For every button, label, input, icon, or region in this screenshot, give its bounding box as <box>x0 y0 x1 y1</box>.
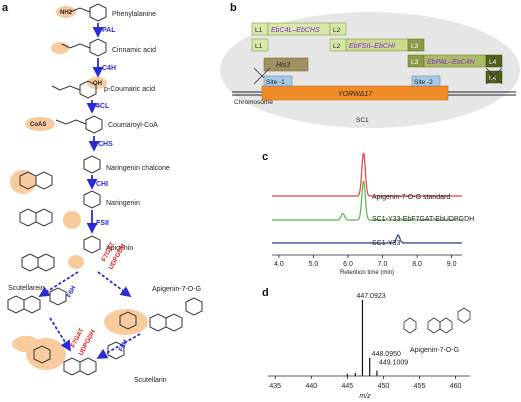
ms-bars: 447.0923 448.0950 449.1009 <box>346 293 408 376</box>
panel-a-label: a <box>2 2 9 14</box>
pathway-arrows <box>86 23 104 234</box>
oh-group-label: OH <box>93 81 102 87</box>
hplc-trace-1 <box>272 180 462 221</box>
compound-naringenin-chalcone: Naringenin chalcone <box>106 165 170 172</box>
ms-peak-label-4: 449.1009 <box>379 360 408 367</box>
enzyme-fsii: FSII <box>96 220 109 227</box>
branch-arrows <box>38 271 141 359</box>
ms-peak-label-2: 447.0923 <box>356 293 385 300</box>
ms-compound-label: Apigenin-7-O-G <box>410 347 459 354</box>
strain-label: SC1 <box>356 117 369 124</box>
hplc-tick-label-1: 5.0 <box>309 261 319 268</box>
ms-tick-label-1: 440 <box>305 383 317 390</box>
cassette-1-label: EbC4L–EbCHS <box>271 27 320 34</box>
compound-apigenin-7-o-g: Apigenin-7-O-G <box>152 286 201 293</box>
enzyme-4cl: 4CL <box>96 103 110 110</box>
construct-cassettes <box>251 22 503 84</box>
hplc-trace-2 <box>272 234 462 244</box>
hplc-trace-0 <box>272 152 462 197</box>
ms-tick-label-5: 460 <box>450 383 462 390</box>
panel-d-label: d <box>262 287 269 299</box>
site-1-label: Site -1 <box>266 79 285 86</box>
compound-coumaroyl-coa: Coumaroyl-CoA <box>108 122 158 129</box>
panel-c-label: c <box>262 151 268 163</box>
chromosome-label: Chromosome <box>234 99 273 106</box>
ms-chart: 447.0923 448.0950 449.1009 435 440 445 450 455… <box>268 293 471 400</box>
nh2-group-label: NH2 <box>60 10 73 16</box>
branch-enzyme-f6h-1: F6H <box>66 285 78 299</box>
compound-scutellarin: Scutellarin <box>134 377 167 384</box>
linker-l4-b: L4 <box>489 75 497 82</box>
ms-tick-label-0: 435 <box>269 383 281 390</box>
molecule-structures <box>7 3 203 376</box>
highlight-blobs <box>10 6 148 370</box>
linker-l3-b: L3 <box>411 59 419 66</box>
his3-label: His3 <box>276 62 290 69</box>
cassette-2-label: EbFSII–EbCHI <box>349 43 395 50</box>
ms-x-axis-label: m/z <box>359 393 371 400</box>
ms-peak-label-3: 448.0950 <box>372 351 401 358</box>
hplc-tick-label-5: 9.0 <box>447 261 457 268</box>
branch-enzyme-f6h-2: F6H <box>118 339 130 353</box>
enzyme-c4h: C4H <box>102 65 116 72</box>
ms-molecule-structure <box>403 307 471 334</box>
hplc-tick-label-0: 4.0 <box>274 261 284 268</box>
linker-l1-b: L1 <box>255 43 263 50</box>
ms-ticks: 435 440 445 450 455 460 <box>269 376 462 390</box>
hplc-x-axis-label: Retention time (min) <box>340 270 394 276</box>
enzyme-chs: CHS <box>98 141 113 148</box>
cassette-3-label: EbPAL–EbC4H <box>427 59 476 66</box>
chromosome <box>232 75 516 101</box>
hplc-traces <box>272 152 462 244</box>
hplc-tick-label-4: 8.0 <box>412 261 422 268</box>
enzyme-pal: PAL <box>102 27 116 34</box>
compound-apigenin: Apigenin <box>106 245 133 252</box>
locus-label: YORWΔ17 <box>338 91 373 98</box>
panel-b-label: b <box>230 2 237 14</box>
linker-l1: L1 <box>255 27 263 34</box>
linker-l3-a: L3 <box>411 43 419 50</box>
enzyme-chi: CHI <box>96 181 108 188</box>
hplc-tick-label-3: 7.0 <box>378 261 388 268</box>
linker-l2-a: L2 <box>333 27 341 34</box>
compound-cinnamic-acid: Cinnamic acid <box>112 47 156 54</box>
linker-l4-a: L4 <box>489 59 497 66</box>
compound-naringenin: Naringenin <box>106 200 140 207</box>
ms-tick-label-4: 455 <box>414 383 426 390</box>
coas-group-label: CoAS <box>30 122 46 128</box>
compound-scutellarein: Scutellarein <box>8 285 45 292</box>
compound-p-coumaric-acid: p-Coumaric acid <box>104 86 155 93</box>
linker-l2-b: L2 <box>333 43 341 50</box>
ms-tick-label-3: 450 <box>378 383 390 390</box>
hplc-tick-label-2: 6.0 <box>343 261 353 268</box>
ms-tick-label-2: 445 <box>342 383 354 390</box>
compound-phenylalanine: Phenylalanine <box>112 11 156 18</box>
hplc-legend-standard: Apigenin-7-O-G standard <box>372 194 450 201</box>
hplc-ticks: 4.0 5.0 6.0 7.0 8.0 9.0 <box>274 255 457 268</box>
hplc-legend-control: SC1-Y33 <box>372 240 401 247</box>
site-2-label: Site -2 <box>414 79 433 86</box>
hplc-legend-engineered: SC1-Y33-EbF7GAT-EbUDPGDH <box>372 216 474 223</box>
